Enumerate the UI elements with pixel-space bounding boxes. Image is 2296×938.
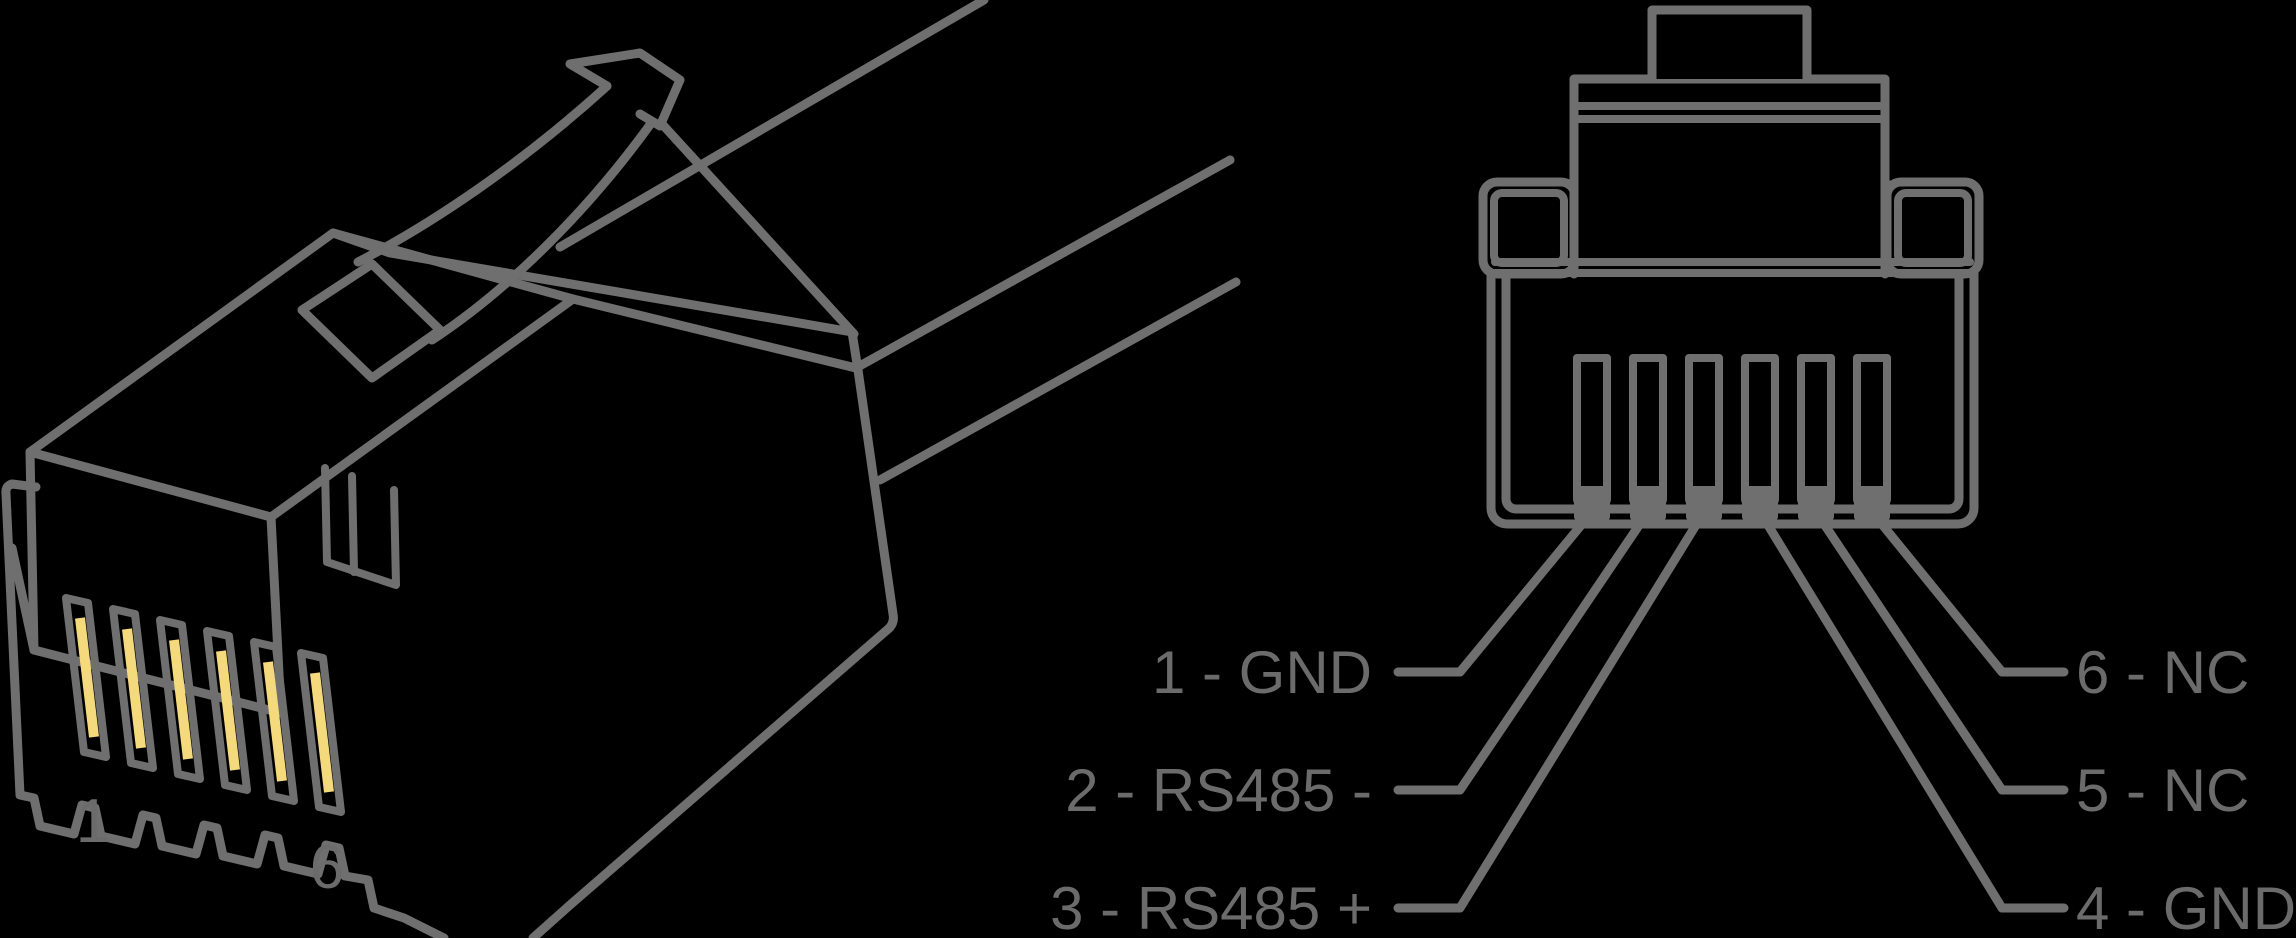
pin-block-outline [1, 479, 449, 938]
pin-contact-gold [75, 617, 99, 738]
pin-contact-pad [1798, 486, 1834, 520]
latch-strap-upper-edge [353, 81, 612, 267]
pin-slot [1741, 354, 1779, 504]
pin-label-3-rs485-plus: 3 - RS485 + [1050, 875, 1372, 938]
leader-pin5 [1811, 507, 2069, 795]
leader-pin1 [1393, 507, 1597, 677]
leader-lines [1393, 507, 2069, 913]
plug-body-top-back-edge [328, 228, 857, 337]
pin-contact-pad [1742, 486, 1778, 520]
leader-pin3 [1393, 507, 1709, 913]
pin-channel [109, 605, 157, 772]
pin-labels: 1 - GND 2 - RS485 - 3 - RS485 + 6 - NC 5… [1050, 639, 2296, 938]
pin-label-1-gnd: 1 - GND [1152, 639, 1372, 706]
pin-slot [1685, 354, 1723, 504]
pin-channel [62, 594, 110, 761]
cable-line-top [555, 0, 989, 252]
pin-contact-gold [122, 628, 146, 749]
pin-label-6-nc: 6 - NC [2076, 639, 2249, 706]
pin-contact-gold [263, 661, 287, 782]
plug-head-left-face [25, 447, 286, 718]
pin-label-2-rs485-minus: 2 - RS485 - [1065, 757, 1372, 824]
pin-contact-pad [1630, 486, 1666, 520]
front-view: 1 - GND 2 - RS485 - 3 - RS485 + 6 - NC 5… [1050, 5, 2296, 938]
cable-line-bottom [875, 277, 1241, 485]
pin-contact-gold [169, 639, 193, 760]
plug-step-detail-inner [348, 472, 358, 576]
latch-strap-anchor [297, 259, 445, 383]
plug-step-detail [321, 464, 400, 589]
pin-channel [297, 649, 345, 816]
front-latch-tab [1647, 5, 1812, 84]
plug-body-top-front-edge [568, 294, 861, 373]
pin-contact-pad [1686, 486, 1722, 520]
latch-tip-to-body-edge [657, 119, 859, 339]
pin-label-4-gnd: 4 - GND [2076, 875, 2296, 938]
leader-pin4 [1755, 507, 2069, 913]
pin-channel [250, 638, 298, 805]
pin-label-5-nc: 5 - NC [2076, 757, 2249, 824]
plug-body-right-edge [528, 327, 898, 938]
latch-strap-tip [565, 48, 685, 131]
pin-slot [1573, 354, 1611, 504]
leader-pin6 [1867, 507, 2069, 677]
pin-channel [156, 616, 204, 783]
pin-slot [1853, 354, 1891, 504]
latch-strap-lower-edge [427, 117, 657, 345]
plug-head-top-face [25, 228, 578, 522]
pin-contact-gold [216, 650, 240, 771]
pin-number-6: 6 [310, 833, 344, 902]
leader-pin2 [1393, 507, 1653, 795]
pin-channel [203, 627, 251, 794]
plug-3d-view: 1 6 [1, 0, 1241, 938]
plug-pins [62, 594, 345, 816]
pin-contact-pad [1854, 486, 1890, 520]
plug-head-block-edge [7, 543, 39, 655]
pin-slot [1629, 354, 1667, 504]
pin-contact-pad [1574, 486, 1610, 520]
pin-number-1: 1 [76, 787, 110, 856]
pin-contact-gold [310, 672, 334, 793]
front-pin-slots [1573, 354, 1891, 520]
pin-slot [1797, 354, 1835, 504]
cable-line-middle [851, 155, 1235, 373]
